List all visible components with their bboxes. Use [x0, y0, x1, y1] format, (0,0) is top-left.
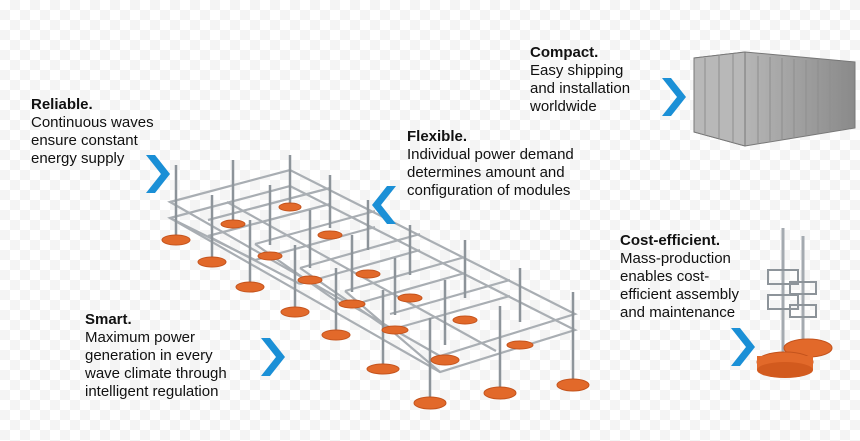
flexible-line-1: Individual power demand — [407, 146, 574, 163]
reliable-title: Reliable. — [31, 96, 93, 113]
compact-block: Compact. Easy shipping and installation … — [530, 44, 630, 116]
compact-line-1: Easy shipping — [530, 62, 624, 79]
chevron-right-icon — [261, 338, 285, 376]
cost-efficient-line-4: and maintenance — [620, 304, 736, 321]
chevron-right-icon — [146, 155, 170, 193]
flexible-line-2: determines amount and — [407, 164, 565, 181]
smart-line-4: intelligent regulation — [85, 383, 219, 400]
float-posts — [161, 155, 590, 410]
smart-block: Smart. Maximum power generation in every… — [85, 311, 227, 401]
chevron-left-icon — [372, 186, 396, 224]
cost-efficient-title: Cost-efficient. — [620, 232, 721, 249]
reliable-block: Reliable. Continuous waves ensure consta… — [31, 96, 154, 168]
flexible-block: Flexible. Individual power demand determ… — [407, 128, 574, 200]
smart-line-2: generation in every — [85, 347, 213, 364]
flexible-line-3: configuration of modules — [407, 182, 571, 199]
wave-energy-platform-image — [161, 155, 590, 410]
cost-efficient-line-2: enables cost- — [620, 268, 710, 285]
cost-efficient-line-3: efficient assembly — [620, 286, 739, 303]
smart-line-3: wave climate through — [85, 365, 227, 382]
compact-line-3: worldwide — [530, 98, 597, 115]
cost-efficient-block: Cost-efficient. Mass-production enables … — [620, 232, 739, 322]
chevron-right-icon — [731, 328, 755, 366]
smart-title: Smart. — [85, 311, 132, 328]
flexible-title: Flexible. — [407, 128, 468, 145]
compact-title: Compact. — [530, 44, 599, 61]
cost-efficient-line-1: Mass-production — [620, 250, 731, 267]
chevron-right-icon — [662, 78, 686, 116]
shipping-container-image — [693, 51, 856, 147]
single-module-image — [756, 228, 833, 378]
reliable-line-3: energy supply — [31, 150, 125, 167]
reliable-line-2: ensure constant — [31, 132, 138, 149]
compact-line-2: and installation — [530, 80, 631, 97]
reliable-line-1: Continuous waves — [31, 114, 154, 131]
smart-line-1: Maximum power — [85, 329, 196, 346]
